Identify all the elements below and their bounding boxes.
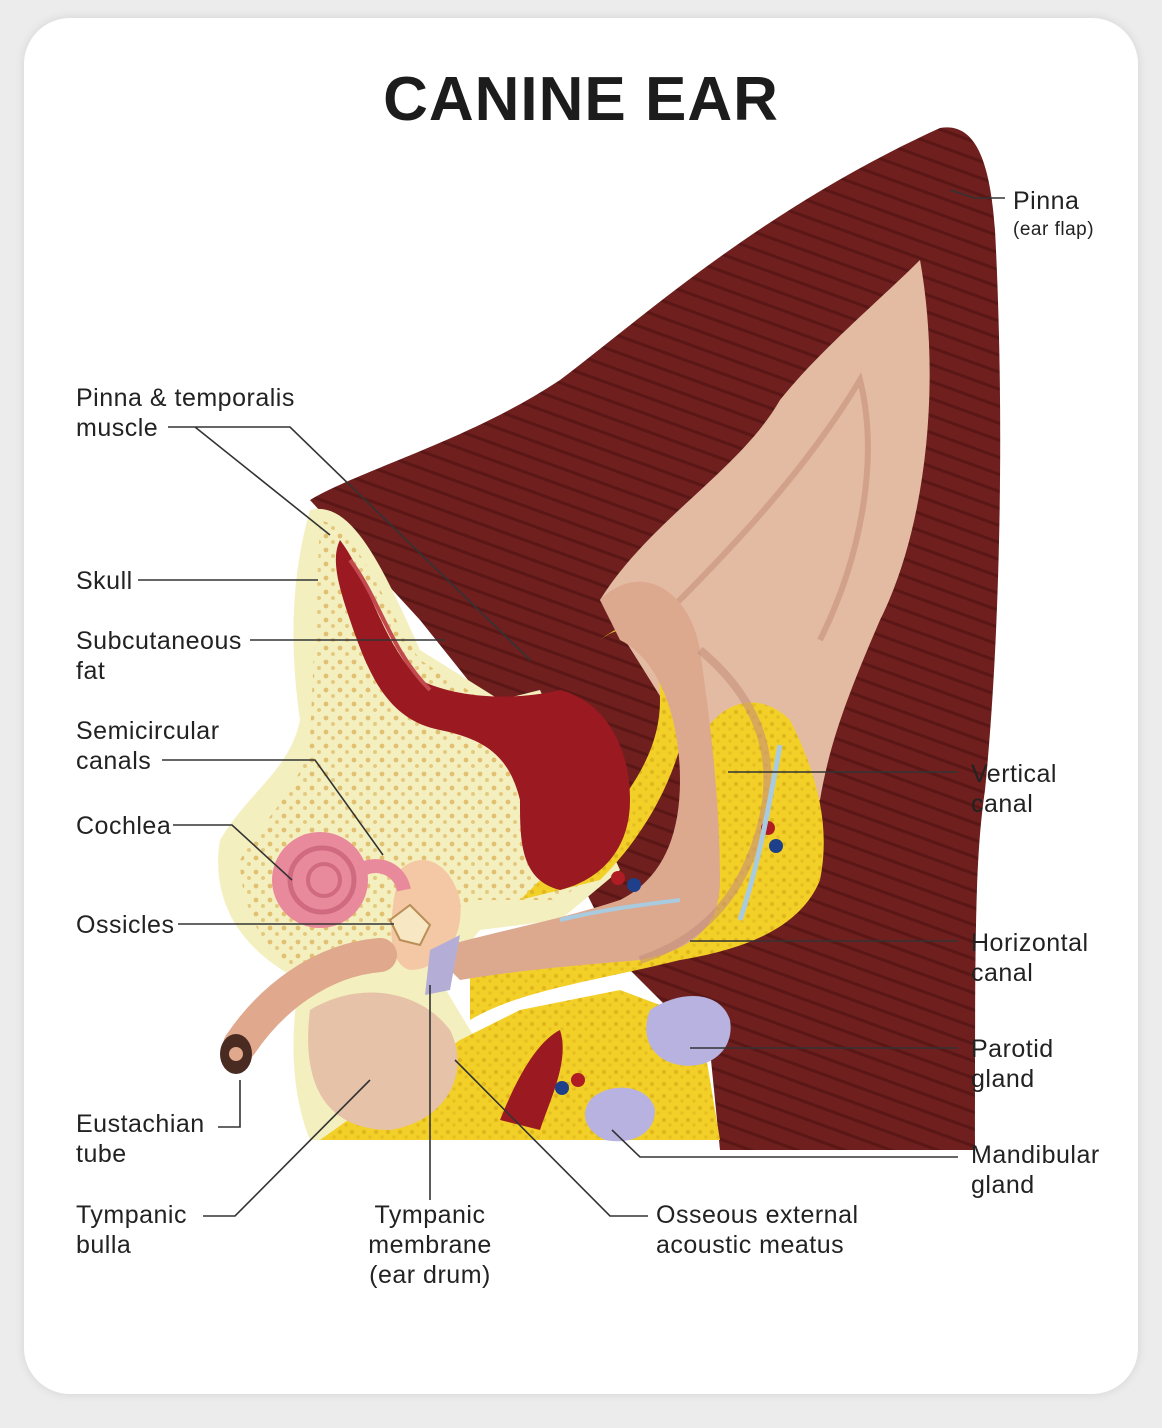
- label-parotid-gland-line2: gland: [971, 1065, 1035, 1093]
- leader-pinna-temporalis: [168, 426, 531, 661]
- parotid-gland-shape: [646, 996, 731, 1066]
- label-tympanic-membrane-line2: membrane: [368, 1231, 492, 1259]
- temporalis-muscle: [335, 540, 630, 890]
- label-osseous-meatus-line1: Osseous external: [656, 1201, 859, 1229]
- label-pinna-temporalis-line1: Pinna & temporalis: [76, 384, 295, 412]
- label-parotid-gland-line1: Parotid: [971, 1035, 1054, 1063]
- label-pinna-temporalis-line2: muscle: [76, 414, 159, 442]
- label-pinna-subtext: (ear flap): [1013, 219, 1095, 240]
- label-tympanic-bulla-line1: Tympanic: [76, 1201, 187, 1229]
- leader-osseous-meatus: [454, 1059, 648, 1217]
- label-mandibular-gland-line1: Mandibular: [971, 1141, 1100, 1169]
- label-pinna-temporalis: Pinna & temporalis muscle: [76, 383, 295, 443]
- label-osseous-meatus-line2: acoustic meatus: [656, 1231, 845, 1259]
- label-horizontal-canal-line1: Horizontal: [971, 929, 1089, 957]
- label-eustachian-tube-line2: tube: [76, 1140, 127, 1168]
- eustachian-tube-shape: [223, 938, 397, 1062]
- leader-pinna: [949, 189, 1005, 199]
- leader-tympanic-bulla: [203, 1079, 371, 1217]
- leader-cochlea: [173, 824, 293, 881]
- tympanic-bulla-shape: [308, 992, 458, 1130]
- mandibular-gland-shape: [585, 1087, 655, 1142]
- ossicles-shape: [388, 903, 432, 947]
- label-vertical-canal: Vertical canal: [971, 759, 1057, 819]
- label-vertical-canal-line1: Vertical: [971, 760, 1057, 788]
- label-semicircular-canals: Semicircular canals: [76, 716, 220, 776]
- label-horizontal-canal-line2: canal: [971, 959, 1034, 987]
- label-tympanic-membrane-line1: Tympanic: [374, 1201, 486, 1229]
- label-ossicles-line1: Ossicles: [76, 911, 175, 939]
- label-cochlea-line1: Cochlea: [76, 812, 172, 840]
- label-tympanic-bulla-line2: bulla: [76, 1231, 132, 1259]
- label-tympanic-bulla: Tympanic bulla: [76, 1200, 187, 1260]
- label-skull: Skull: [76, 566, 133, 596]
- label-pinna-text: Pinna: [1013, 187, 1080, 215]
- leader-eustachian-tube: [218, 1080, 241, 1128]
- label-semicircular-canals-line2: canals: [76, 747, 152, 775]
- ear-canal: [430, 581, 720, 980]
- label-eustachian-tube: Eustachian tube: [76, 1109, 205, 1169]
- label-semicircular-canals-line1: Semicircular: [76, 717, 220, 745]
- label-ossicles: Ossicles: [76, 910, 174, 940]
- label-pinna: Pinna (ear flap): [1013, 186, 1094, 244]
- label-tympanic-membrane: Tympanic membrane (ear drum): [362, 1200, 498, 1290]
- label-subcutaneous-fat-line2: fat: [76, 657, 106, 685]
- label-parotid-gland: Parotid gland: [971, 1034, 1054, 1094]
- label-subcutaneous-fat: Subcutaneous fat: [76, 626, 242, 686]
- label-mandibular-gland: Mandibular gland: [971, 1140, 1100, 1200]
- tympanic-membrane-shape: [425, 935, 460, 995]
- page-title: CANINE EAR: [383, 65, 779, 134]
- label-mandibular-gland-line2: gland: [971, 1171, 1035, 1199]
- label-skull-line1: Skull: [76, 567, 133, 595]
- label-subcutaneous-fat-line1: Subcutaneous: [76, 627, 242, 655]
- label-tympanic-membrane-line3: (ear drum): [369, 1261, 491, 1289]
- label-vertical-canal-line2: canal: [971, 790, 1034, 818]
- label-cochlea: Cochlea: [76, 811, 171, 841]
- label-eustachian-tube-line1: Eustachian: [76, 1110, 205, 1138]
- leader-mandibular-gland: [611, 1129, 958, 1158]
- label-horizontal-canal: Horizontal canal: [971, 928, 1089, 988]
- leader-semicircular-canals: [162, 759, 384, 856]
- label-osseous-meatus: Osseous external acoustic meatus: [656, 1200, 859, 1260]
